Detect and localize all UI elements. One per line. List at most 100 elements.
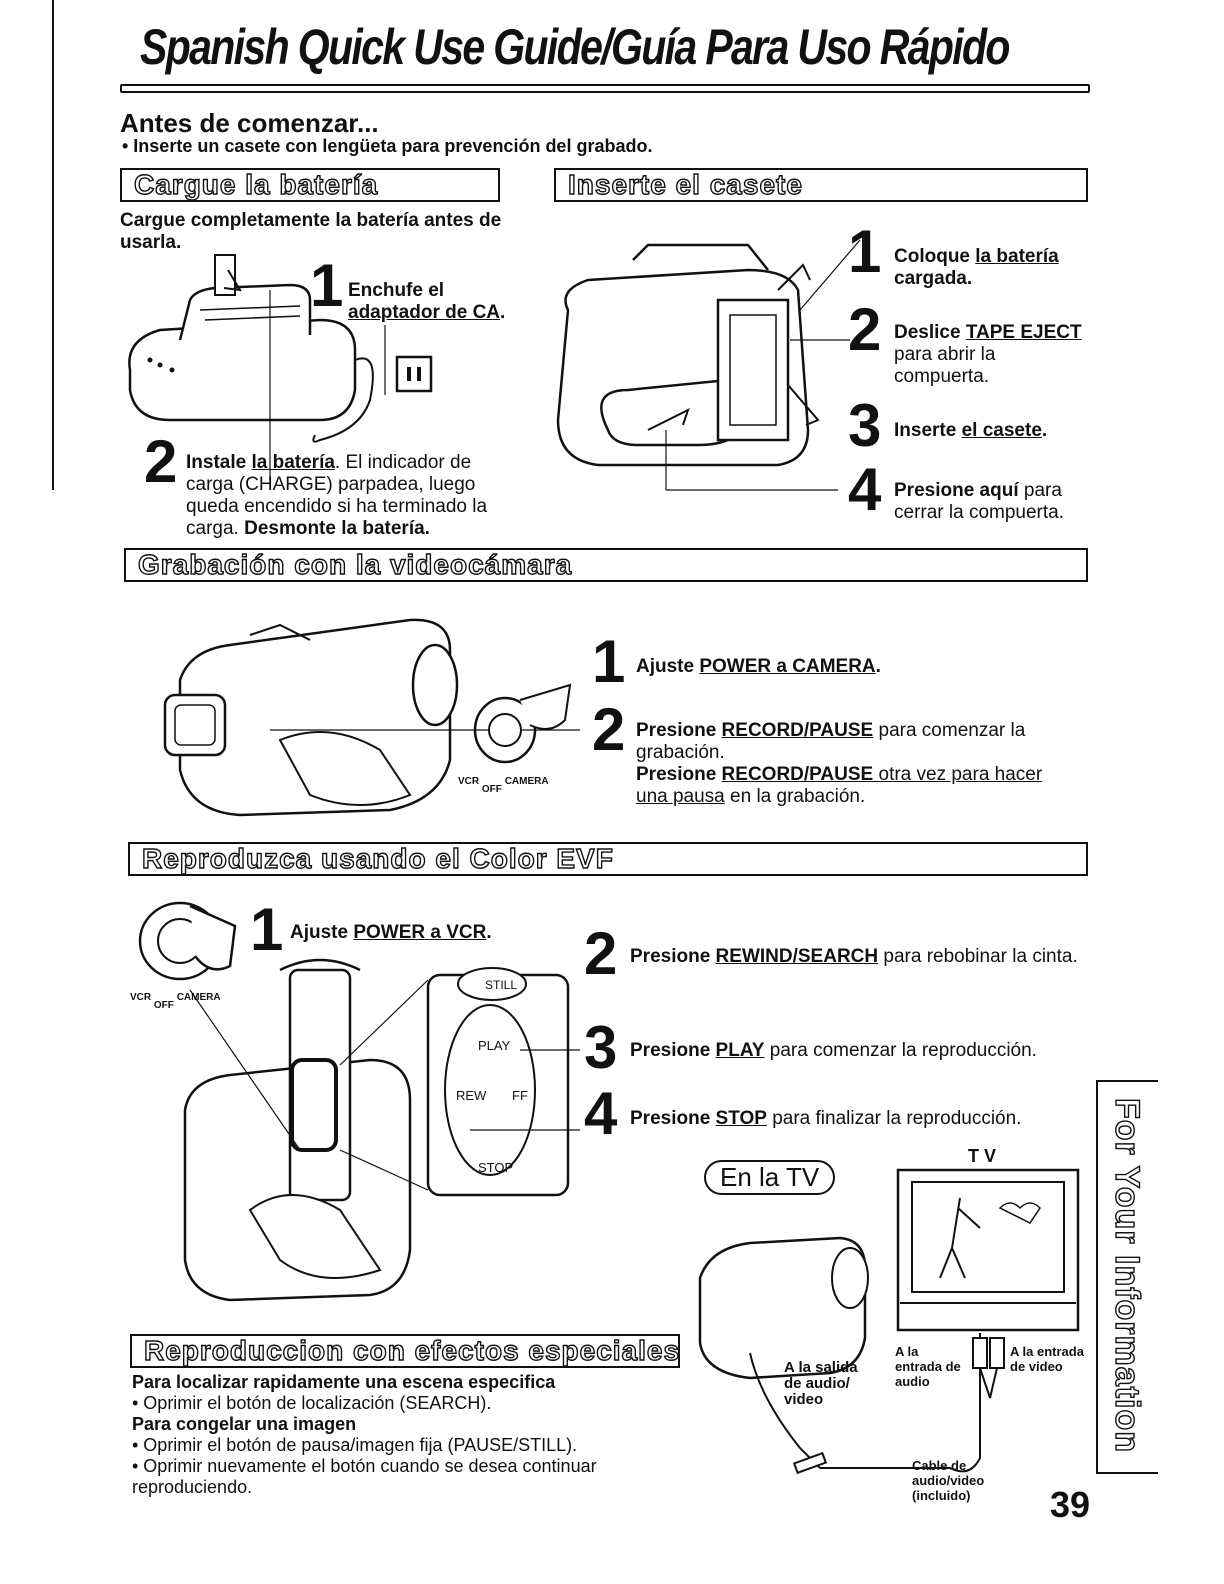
record-step1-number: 1: [592, 628, 626, 695]
camcorder-playback-illustration: [183, 958, 580, 1302]
record-step1-text: Ajuste POWER a CAMERA.: [636, 656, 881, 678]
playback-step3-tail: para comenzar la reproducción.: [764, 1040, 1037, 1061]
record-switch-vcr: VCR: [458, 776, 480, 787]
playback-step2-link: REWIND/SEARCH: [715, 946, 879, 967]
side-tab: For Your Information: [1096, 1080, 1156, 1470]
battery-step1-link: adaptador de CA: [348, 302, 501, 323]
record-step2-text: Presione RECORD/PAUSE para comenzar la g…: [636, 720, 1076, 808]
battery-intro: Cargue completamente la batería antes de…: [120, 210, 502, 253]
battery-step2-remove: Desmonte la batería.: [244, 518, 430, 539]
cassette-step2-link: TAPE EJECT: [965, 322, 1082, 343]
battery-step1-period: .: [500, 302, 506, 323]
tv-cable-label: Cable de audio/video (incluido): [912, 1458, 985, 1503]
cassette-section-header: Inserte el casete: [554, 168, 1088, 202]
camcorder-record-illustration: [163, 618, 580, 817]
playback-step1-text: Ajuste POWER a VCR.: [290, 922, 492, 944]
cassette-section-title: Inserte el casete: [567, 169, 803, 200]
charger-illustration: [128, 254, 386, 480]
camcorder-cassette-illustration: [556, 243, 838, 491]
playback-step2-number: 2: [584, 920, 618, 987]
effects-section-header: Reproduccion con efectos especiales: [130, 1334, 680, 1368]
effects-body: Para localizar rapidamente una escena es…: [132, 1372, 692, 1498]
battery-step1-line1: Enchufe el: [348, 280, 445, 301]
cassette-step3-link: el casete: [961, 420, 1042, 441]
record-section-title: Grabación con la videocámara: [137, 549, 573, 580]
playback-step4-number: 4: [584, 1080, 618, 1147]
cassette-step2-text: Deslice TAPE EJECT para abrir la compuer…: [894, 322, 1094, 388]
tv-video-in-label: A la entrada de video: [1010, 1344, 1084, 1374]
playback-step3-link: PLAY: [715, 1040, 765, 1061]
effects-heading-freeze: Para congelar una imagen: [132, 1414, 357, 1434]
battery-step1-number: 1: [310, 252, 344, 319]
effects-bullet-pause: • Oprimir el botón de pausa/imagen fija …: [132, 1435, 578, 1455]
cassette-step1-number: 1: [848, 218, 882, 285]
record-switch-camera: CAMERA: [504, 776, 549, 787]
left-margin-line: [52, 0, 54, 490]
record-step2-lead2: Presione: [636, 764, 722, 785]
cassette-step1-lead: Coloque: [894, 246, 976, 267]
playback-switch-off: OFF: [153, 1000, 174, 1011]
playback-step1-number: 1: [250, 896, 284, 963]
playback-step4-lead: Presione: [630, 1108, 716, 1129]
effects-heading-search: Para localizar rapidamente una escena es…: [132, 1372, 556, 1392]
record-section-header: Grabación con la videocámara: [124, 548, 1088, 582]
cassette-step1-tail: cargada.: [894, 268, 973, 289]
outlet-icon: [395, 355, 433, 393]
record-step1-link: POWER a CAMERA: [699, 656, 876, 677]
cassette-step3-number: 3: [848, 392, 882, 459]
battery-step2-number: 2: [144, 428, 178, 495]
intro-bullet: • Inserte un casete con lengüeta para pr…: [122, 136, 653, 156]
effects-bullet-continue: • Oprimir nuevamente el botón cuando se …: [132, 1456, 597, 1497]
side-tab-label: For Your Information: [1107, 1097, 1146, 1453]
playback-step3-text: Presione PLAY para comenzar la reproducc…: [630, 1040, 1100, 1062]
cassette-step1-link: la batería: [975, 246, 1059, 267]
play-button-label: PLAY: [478, 1038, 511, 1053]
cassette-step2-lead: Deslice: [894, 322, 966, 343]
cassette-step4-lead: Presione aquí: [894, 480, 1019, 501]
playback-step2-lead: Presione: [630, 946, 716, 967]
playback-step4-link: STOP: [715, 1108, 767, 1129]
playback-step1-period: .: [486, 922, 492, 943]
record-step2-link1: RECORD/PAUSE: [721, 720, 874, 741]
record-step2-link2: RECORD/PAUSE: [721, 764, 874, 785]
playback-switch-vcr: VCR: [130, 992, 152, 1003]
record-switch-off: OFF: [481, 784, 502, 795]
playback-step1-link: POWER a VCR: [353, 922, 487, 943]
effects-section-title: Reproduccion con efectos especiales: [143, 1335, 681, 1366]
record-step2-tail2b: en la grabación.: [724, 786, 866, 807]
cassette-step4-number: 4: [848, 456, 882, 523]
record-step2-lead1: Presione: [636, 720, 722, 741]
tv-audio-in-label: A la entrada de audio: [895, 1344, 961, 1389]
effects-bullet-search: • Oprimir el botón de localización (SEAR…: [132, 1393, 492, 1413]
record-step2-tail1: para comenzar la grabación.: [636, 720, 1026, 763]
battery-step1-text: Enchufe el adaptador de CA.: [348, 280, 505, 324]
page-title: Spanish Quick Use Guide/Guía Para Uso Rá…: [140, 19, 1010, 75]
battery-step2-link: la batería: [251, 452, 335, 473]
battery-step2-text: Instale la batería. El indicador de carg…: [186, 452, 516, 540]
tv-label: T V: [968, 1146, 997, 1166]
rew-button-label: REW: [456, 1088, 487, 1103]
cassette-step4-tail: para cerrar la compuerta.: [894, 480, 1065, 523]
battery-section-title: Cargue la batería: [133, 169, 379, 200]
record-step2-number: 2: [592, 696, 626, 763]
playback-switch-camera: CAMERA: [176, 992, 221, 1003]
title-rule: [120, 84, 1090, 93]
playback-step4-text: Presione STOP para finalizar la reproduc…: [630, 1108, 1090, 1130]
playback-step2-tail: para rebobinar la cinta.: [878, 946, 1078, 967]
record-step1-lead: Ajuste: [636, 656, 700, 677]
stop-button-label: STOP: [478, 1160, 514, 1175]
cassette-step2-tail: para abrir la compuerta.: [894, 344, 996, 387]
tv-pill-label: En la TV: [704, 1160, 836, 1195]
ff-button-label: FF: [512, 1088, 528, 1103]
page-number: 39: [1050, 1484, 1091, 1525]
cassette-step4-text: Presione aquí para cerrar la compuerta.: [894, 480, 1094, 524]
cassette-step2-number: 2: [848, 296, 882, 363]
record-step1-period: .: [875, 656, 881, 677]
playback-step3-lead: Presione: [630, 1040, 716, 1061]
playback-step3-number: 3: [584, 1014, 618, 1081]
intro-heading: Antes de comenzar...: [120, 108, 379, 138]
cassette-leader-lines: [790, 239, 861, 341]
still-button-label: STILL: [484, 978, 517, 992]
battery-step2-lead: Instale: [186, 452, 252, 473]
